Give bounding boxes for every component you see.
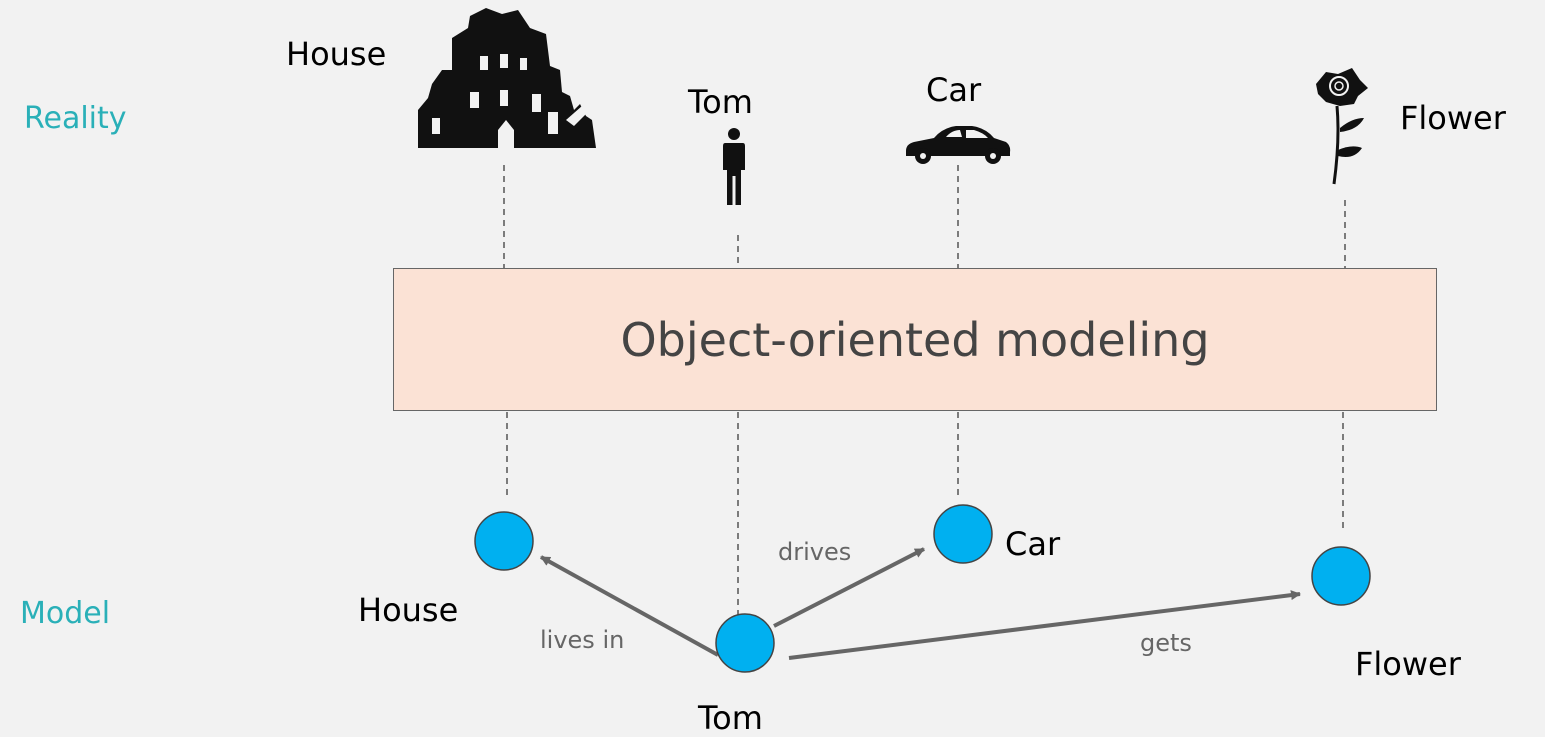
reality-car-label: Car — [926, 71, 982, 109]
process-box-label: Object-oriented modeling — [620, 312, 1210, 367]
edge-lives-in-arrow — [540, 555, 719, 657]
object-oriented-modeling-box: Object-oriented modeling — [393, 268, 1437, 411]
car-icon — [906, 126, 1011, 164]
reality-flower-label: Flower — [1400, 99, 1506, 137]
edge-gets-arrow — [788, 590, 1301, 660]
edge-gets-label: gets — [1140, 629, 1192, 657]
edge-drives-arrow — [773, 547, 925, 628]
node-house — [474, 511, 534, 571]
model-house-label: House — [358, 591, 459, 629]
node-car — [933, 504, 993, 564]
model-car-label: Car — [1005, 525, 1061, 563]
reality-side-label: Reality — [24, 101, 127, 136]
model-side-label: Model — [20, 596, 111, 631]
reality-tom-label: Tom — [688, 83, 753, 121]
model-flower-label: Flower — [1355, 645, 1461, 683]
node-flower — [1311, 546, 1371, 606]
house-icon — [418, 8, 596, 148]
model-tom-label: Tom — [698, 699, 763, 737]
edge-drives-label: drives — [778, 538, 852, 566]
edge-lives-in-label: lives in — [540, 626, 625, 654]
person-icon — [723, 128, 745, 205]
flower-icon — [1316, 68, 1368, 185]
dashed-connectors — [503, 165, 1346, 620]
node-tom — [715, 613, 775, 673]
reality-house-label: House — [286, 35, 387, 73]
